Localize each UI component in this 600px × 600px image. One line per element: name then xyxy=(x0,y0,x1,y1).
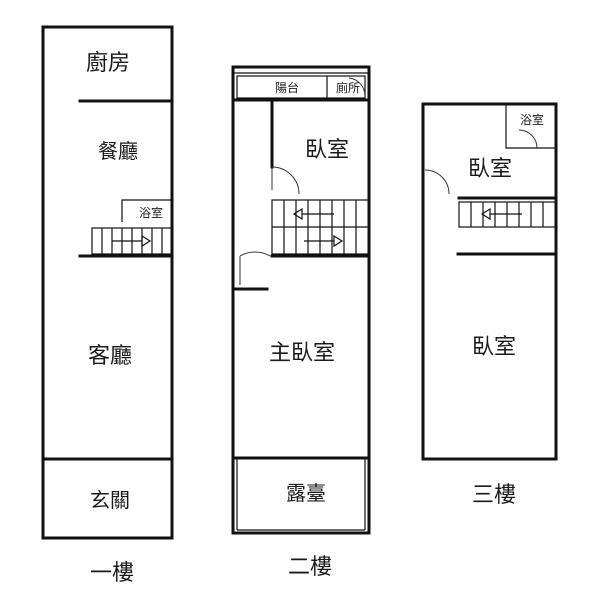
floor-2-doors xyxy=(239,77,366,285)
floor-label-1: 一樓 xyxy=(90,561,134,586)
floor-label-2: 二樓 xyxy=(288,555,332,580)
room-label-bath-3f: 浴室 xyxy=(520,112,544,127)
floor-3-stairs xyxy=(458,201,557,228)
room-label-bedroom-3f-upper: 臥室 xyxy=(468,157,512,182)
floor-label-3: 三樓 xyxy=(472,483,516,508)
room-label-master-bedroom: 主臥室 xyxy=(269,341,335,366)
room-label-toilet: 廁所 xyxy=(336,80,360,95)
room-label-entry: 玄關 xyxy=(90,488,130,512)
floor-2-walls xyxy=(231,65,371,535)
room-label-bedroom-3f-lower: 臥室 xyxy=(472,335,516,360)
room-label-bedroom: 臥室 xyxy=(305,138,349,163)
room-label-kitchen: 廚房 xyxy=(86,51,130,76)
room-label-balcony: 陽台 xyxy=(275,80,299,95)
room-label-terrace: 露臺 xyxy=(286,481,326,505)
room-label-living: 客廳 xyxy=(88,344,132,369)
floor-2: 陽台 廁所 臥室 主臥室 露臺 二樓 xyxy=(231,65,371,580)
floor-1-walls xyxy=(41,25,174,540)
floor-3-walls xyxy=(421,102,558,461)
floor-1-stairs xyxy=(91,227,173,255)
floor-3: 浴室 臥室 臥室 三樓 xyxy=(421,102,558,508)
floor-2-stairs xyxy=(271,199,370,255)
floor-1: 廚房 餐廳 浴室 客廳 玄關 一樓 xyxy=(41,25,174,586)
room-label-dining: 餐廳 xyxy=(98,139,138,163)
floor-3-doors xyxy=(424,129,538,195)
room-label-bath: 浴室 xyxy=(139,205,163,220)
